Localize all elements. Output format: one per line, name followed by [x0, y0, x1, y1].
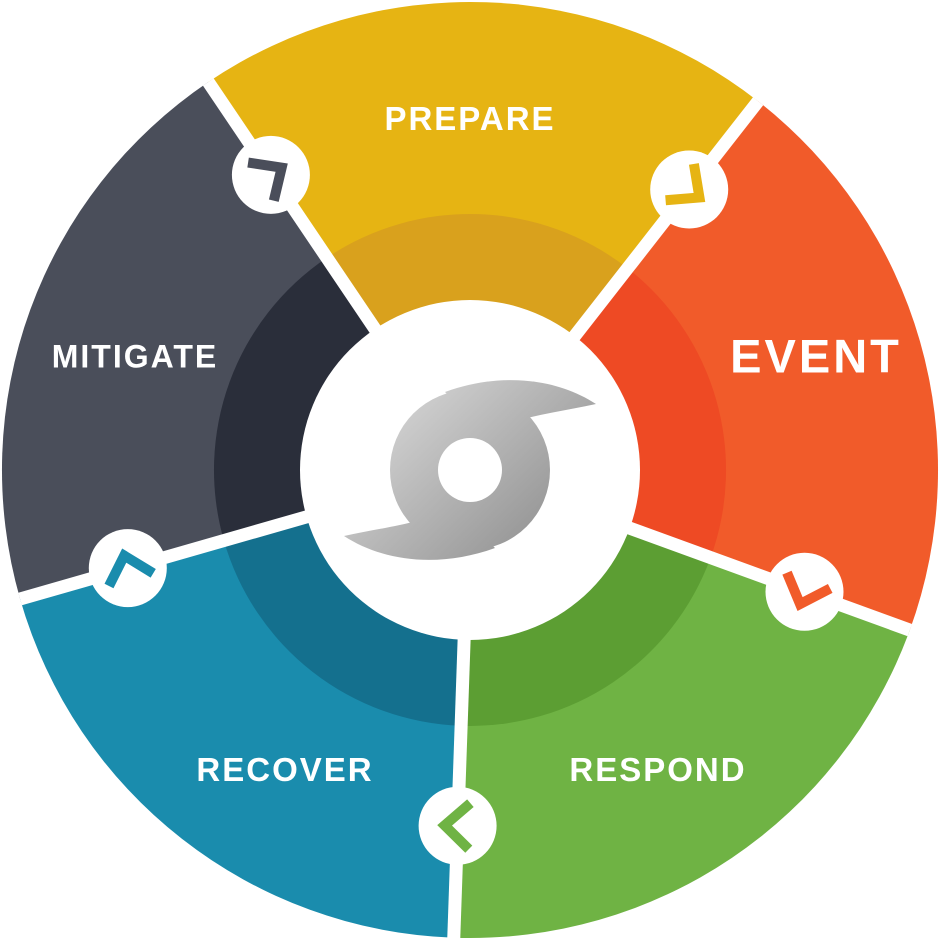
hurricane-eye: [438, 438, 502, 502]
chevron-down-icon: [782, 570, 833, 611]
segment-label-respond: RESPOND: [569, 751, 747, 788]
chevron-up-right-icon: [247, 157, 288, 202]
arrow-recover-to-mitigate: [88, 529, 167, 608]
segment-label-mitigate: MITIGATE: [51, 338, 219, 375]
chevron-left-icon: [437, 799, 474, 853]
arrow-mitigate-to-prepare: [231, 135, 310, 214]
arrow-prepare-to-event: [650, 150, 729, 229]
arrow-respond-to-recover: [418, 786, 497, 865]
hurricane-icon: [344, 380, 596, 560]
segment-label-event: EVENT: [730, 329, 902, 383]
segment-label-recover: RECOVER: [196, 751, 374, 788]
chevron-down-right-icon: [665, 163, 706, 206]
chevron-up-icon: [104, 548, 156, 589]
segment-label-prepare: PREPARE: [384, 100, 556, 137]
arrow-event-to-respond: [765, 552, 844, 631]
